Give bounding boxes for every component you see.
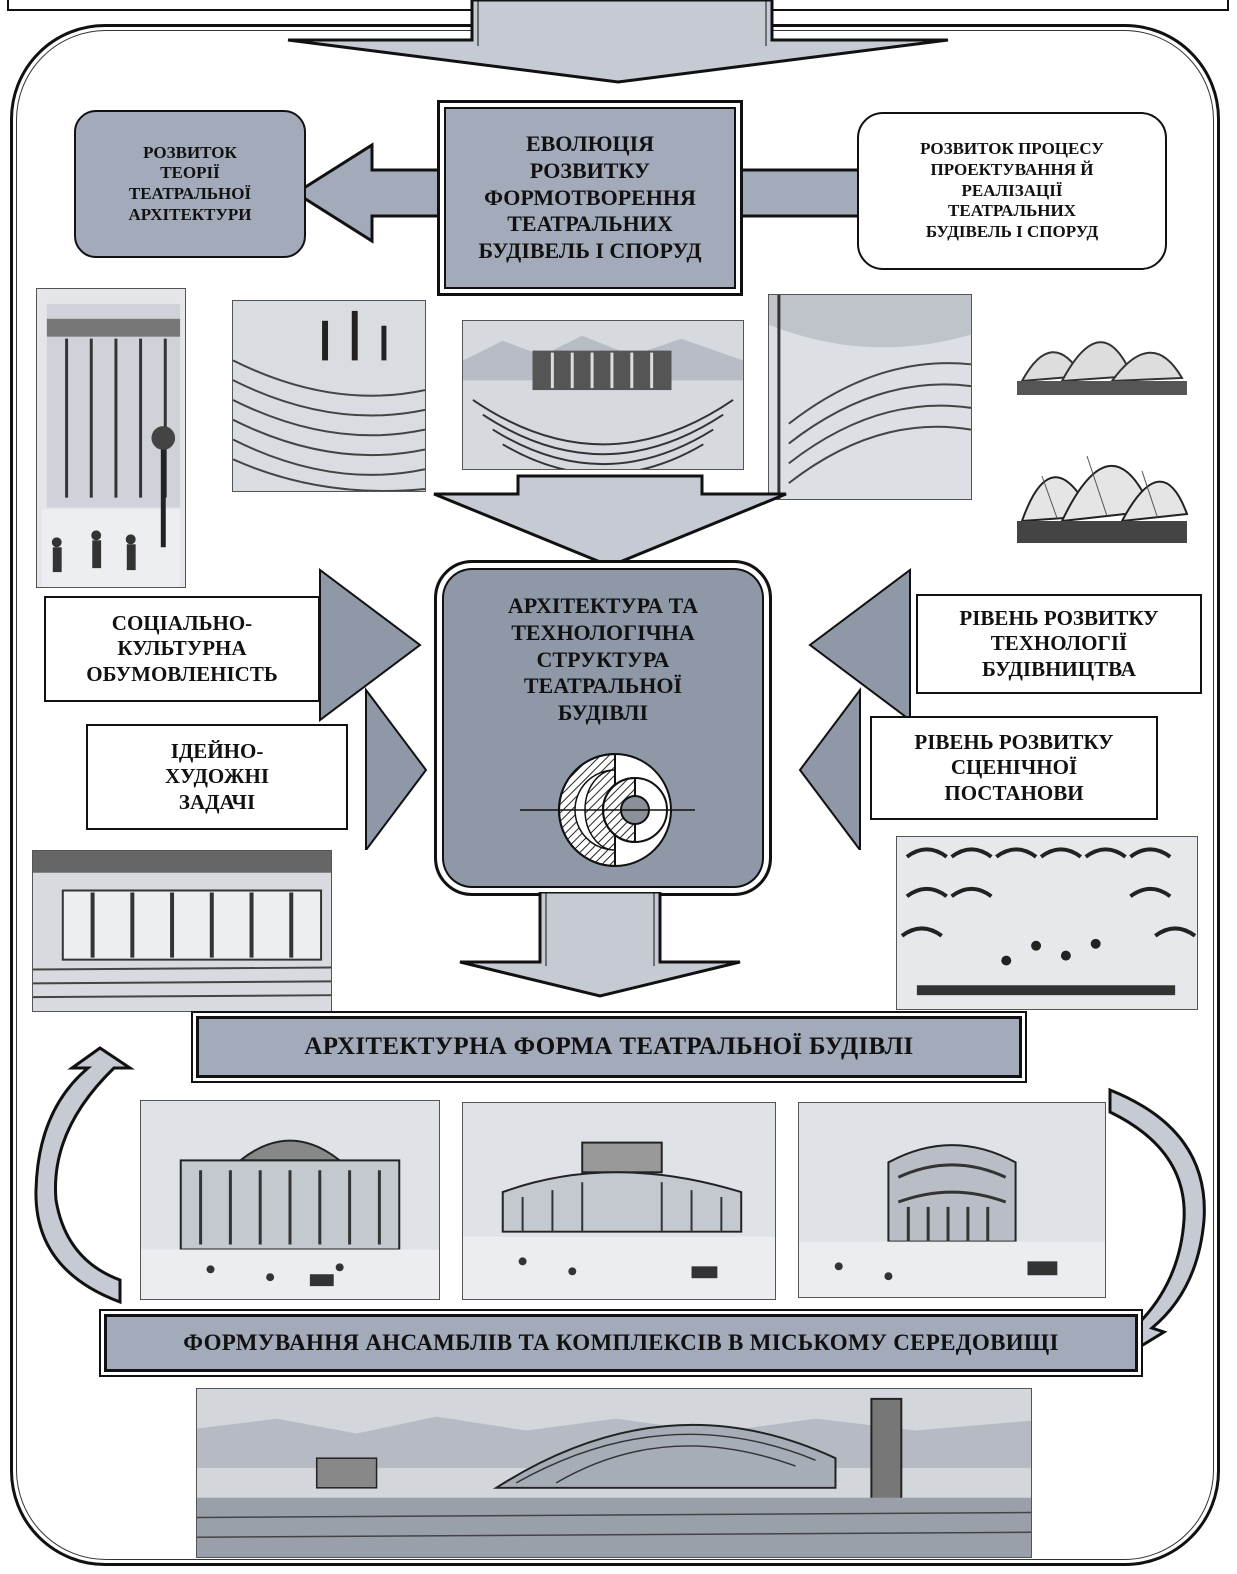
classical-theatre-facade-illustration [36,288,186,588]
left-influence-arrows [319,568,428,850]
ideas-line-1: ІДЕЙНО- [170,738,264,763]
ideas-line-2: ХУДОЖНІ [165,764,269,789]
dresden-opera-illustration [462,1102,776,1300]
theory-line-2: ТЕОРІЇ [160,163,220,183]
structure-line-2: ТЕХНОЛОГІЧНА [511,619,695,645]
evolution-line-4: ТЕАТРАЛЬНИХ [507,211,673,237]
open-air-theatre-illustration [462,320,744,470]
arrow-down-to-form [459,892,741,998]
ideas-line-3: ЗАДАЧІ [178,789,256,814]
technology-box: РІВЕНЬ РОЗВИТКУ ТЕХНОЛОГІЇ БУДІВНИЦТВА [916,594,1202,694]
process-box: РОЗВИТОК ПРОЦЕСУ ПРОЕКТУВАННЯ Й РЕАЛІЗАЦ… [857,112,1167,270]
social-line-3: ОБУМОВЛЕНІСТЬ [86,661,278,686]
stage-line-1: РІВЕНЬ РОЗВИТКУ [914,729,1114,754]
stage-line-3: ПОСТАНОВИ [944,780,1084,805]
structure-line-3: СТРУКТУРА [536,646,670,672]
structure-line-4: ТЕАТРАЛЬНОЇ [523,673,683,699]
architectural-form-label: АРХІТЕКТУРНА ФОРМА ТЕАТРАЛЬНОЇ БУДІВЛІ [304,1033,914,1060]
social-line-1: СОЦІАЛЬНО- [111,610,253,635]
technology-line-2: ТЕХНОЛОГІЇ [990,631,1128,656]
evolution-line-5: БУДІВЕЛЬ І СПОРУД [478,238,702,264]
process-line-4: ТЕАТРАЛЬНИХ [948,201,1076,221]
ensembles-banner: ФОРМУВАННЯ АНСАМБЛІВ ТА КОМПЛЕКСІВ В МІС… [104,1314,1138,1372]
stage-production-box: РІВЕНЬ РОЗВИТКУ СЦЕНІЧНОЇ ПОСТАНОВИ [870,716,1158,820]
evolution-box: ЕВОЛЮЦІЯ РОЗВИТКУ ФОРМОТВОРЕННЯ ТЕАТРАЛЬ… [437,100,743,296]
ancient-amphitheatre-illustration [232,300,426,492]
evolution-line-2: РОЗВИТКУ [529,157,651,183]
modern-theatre-complex-illustration [196,1388,1032,1558]
ensembles-label: ФОРМУВАННЯ АНСАМБЛІВ ТА КОМПЛЕКСІВ В МІС… [183,1330,1059,1355]
process-line-5: БУДІВЕЛЬ І СПОРУД [925,222,1099,242]
theory-line-1: РОЗВИТОК [143,142,237,162]
ideas-box: ІДЕЙНО- ХУДОЖНІ ЗАДАЧІ [86,724,348,830]
arrow-down-into-structure [433,474,787,568]
evolution-line-3: ФОРМОТВОРЕННЯ [484,184,696,210]
right-influence-arrows [798,568,911,850]
technology-line-3: БУДІВНИЦТВА [982,656,1136,681]
amphitheatre-with-awning-illustration [768,294,972,500]
theatre-plan-symbol-icon [520,752,695,868]
left-curved-arrow [34,1046,135,1305]
process-line-2: ПРОЕКТУВАННЯ Й [930,159,1094,179]
evolution-line-1: ЕВОЛЮЦІЯ [525,130,655,156]
structure-line-5: БУДІВЛІ [557,700,649,726]
structure-line-1: АРХІТЕКТУРА ТА [507,593,699,618]
theory-box: РОЗВИТОК ТЕОРІЇ ТЕАТРАЛЬНОЇ АРХІТЕКТУРИ [74,110,306,258]
technology-line-1: РІВЕНЬ РОЗВИТКУ [959,605,1159,630]
social-line-2: КУЛЬТУРНА [117,636,247,661]
process-line-3: РЕАЛІЗАЦІЇ [961,180,1063,200]
auditorium-stage-illustration [32,850,332,1012]
round-opera-house-illustration [798,1102,1106,1298]
top-arrow [7,0,1229,84]
arena-interior-illustration [896,836,1198,1010]
theory-line-4: АРХІТЕКТУРИ [128,204,252,224]
right-curved-arrow [1108,1087,1206,1357]
process-line-1: РОЗВИТОК ПРОЦЕСУ [920,139,1104,159]
architectural-form-banner: АРХІТЕКТУРНА ФОРМА ТЕАТРАЛЬНОЇ БУДІВЛІ [196,1016,1022,1078]
paris-opera-illustration [140,1100,440,1300]
sydney-opera-house-illustration [1012,296,1192,558]
stage-line-2: СЦЕНІЧНОЇ [950,755,1078,780]
social-cultural-box: СОЦІАЛЬНО- КУЛЬТУРНА ОБУМОВЛЕНІСТЬ [44,596,320,702]
theory-line-3: ТЕАТРАЛЬНОЇ [128,184,252,203]
